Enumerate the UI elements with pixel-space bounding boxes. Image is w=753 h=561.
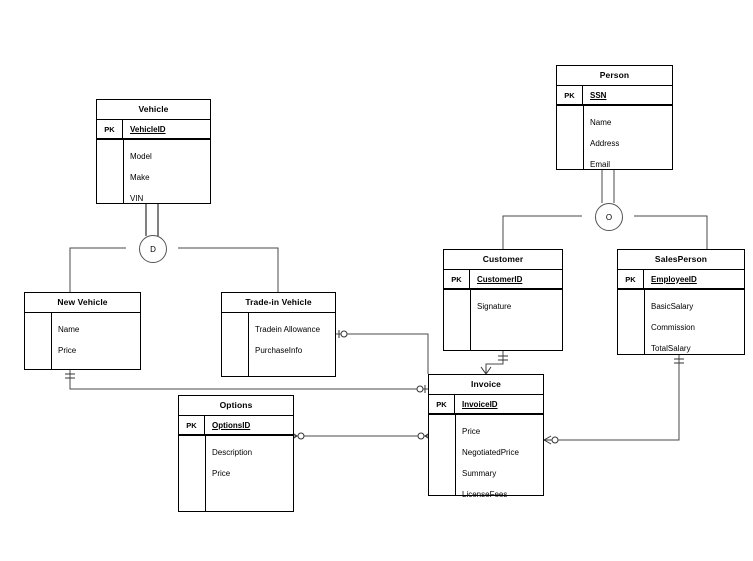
cardinality-salesperson-one-mandatory: [674, 358, 684, 364]
pk-label-person: PK: [557, 86, 583, 104]
column-divider: [644, 290, 645, 354]
entity-pk-row-invoice: PK InvoiceID: [429, 395, 543, 415]
specialization-node-overlapping[interactable]: O: [595, 203, 623, 231]
cardinality-customer-one-mandatory: [498, 355, 508, 361]
specialization-node-disjoint[interactable]: D: [139, 235, 167, 263]
pk-label-customer: PK: [444, 270, 470, 288]
column-divider: [123, 140, 124, 203]
entity-pk-row-salesperson: PK EmployeeID: [618, 270, 744, 290]
column-divider: [583, 106, 584, 169]
entity-person[interactable]: Person PK SSN Name Address Email: [556, 65, 673, 170]
connector-trade-in-vehicle-invoice: [336, 333, 429, 374]
attribute-row: NegotiatedPrice: [462, 448, 519, 457]
cardinality-invoice-many-optional-from-salesperson: [543, 435, 559, 445]
cardinality-invoice-many-from-customer: [480, 366, 492, 375]
entity-pk-row-person: PK SSN: [557, 86, 672, 106]
attribute-row: TotalSalary: [651, 344, 691, 353]
column-divider: [248, 313, 249, 376]
entity-body-customer: Signature: [444, 290, 562, 350]
pk-attribute-options: OptionsID: [212, 420, 251, 430]
attribute-row: Price: [212, 469, 231, 478]
column-divider: [455, 415, 456, 495]
attribute-row: LicenseFees: [462, 490, 508, 499]
attribute-row: VIN: [130, 194, 144, 203]
pk-attribute-invoice: InvoiceID: [462, 399, 498, 409]
entity-vehicle[interactable]: Vehicle PK VehicleID Model Make VIN: [96, 99, 211, 204]
attribute-row: Address: [590, 139, 620, 148]
cardinality-new-vehicle-one-mandatory: [65, 373, 75, 379]
column-divider: [51, 313, 52, 369]
attribute-row: BasicSalary: [651, 302, 694, 311]
attribute-row: PurchaseInfo: [255, 346, 303, 355]
pk-attribute-person: SSN: [590, 90, 607, 100]
attribute-row: Price: [58, 346, 77, 355]
attribute-row: Summary: [462, 469, 497, 478]
entity-invoice[interactable]: Invoice PK InvoiceID Price NegotiatedPri…: [428, 374, 544, 499]
entity-body-trade-in-vehicle: Tradein Allowance PurchaseInfo: [222, 313, 335, 376]
pk-attribute-salesperson: EmployeeID: [651, 274, 697, 284]
entity-title-new-vehicle: New Vehicle: [25, 293, 140, 313]
pk-label-salesperson: PK: [618, 270, 644, 288]
entity-title-invoice: Invoice: [429, 375, 543, 395]
connector-customer-invoice: [485, 351, 504, 374]
attribute-row: Description: [212, 448, 253, 457]
entity-body-options: Description Price: [179, 436, 293, 511]
column-divider: [205, 436, 206, 511]
attribute-row: Signature: [477, 302, 512, 311]
connector-disjoint-branches: [69, 247, 279, 292]
attribute-row: Tradein Allowance: [255, 325, 321, 334]
pk-label-invoice: PK: [429, 395, 455, 413]
entity-body-salesperson: BasicSalary Commission TotalSalary: [618, 290, 744, 354]
entity-options[interactable]: Options PK OptionsID Description Price: [178, 395, 294, 512]
entity-pk-row-options: PK OptionsID: [179, 416, 293, 436]
entity-body-vehicle: Model Make VIN: [97, 140, 210, 203]
entity-title-salesperson: SalesPerson: [618, 250, 744, 270]
attribute-row: Name: [58, 325, 80, 334]
entity-pk-row-customer: PK CustomerID: [444, 270, 562, 290]
attribute-row: Price: [462, 427, 481, 436]
entity-title-options: Options: [179, 396, 293, 416]
entity-title-vehicle: Vehicle: [97, 100, 210, 120]
column-divider: [470, 290, 471, 350]
entity-trade-in-vehicle[interactable]: Trade-in Vehicle Tradein Allowance Purch…: [221, 292, 336, 377]
attribute-row: Commission: [651, 323, 696, 332]
entity-salesperson[interactable]: SalesPerson PK EmployeeID BasicSalary Co…: [617, 249, 745, 355]
entity-body-person: Name Address Email: [557, 106, 672, 169]
entity-title-person: Person: [557, 66, 672, 86]
attribute-row: Email: [590, 160, 611, 169]
pk-attribute-vehicle: VehicleID: [130, 124, 166, 134]
entity-new-vehicle[interactable]: New Vehicle Name Price: [24, 292, 141, 370]
attribute-row: Make: [130, 173, 150, 182]
cardinality-invoice-one-optional-from-new-vehicle: [416, 385, 426, 393]
pk-attribute-customer: CustomerID: [477, 274, 523, 284]
pk-label-options: PK: [179, 416, 205, 434]
entity-body-invoice: Price NegotiatedPrice Summary LicenseFee…: [429, 415, 543, 499]
attribute-row: Model: [130, 152, 152, 161]
entity-customer[interactable]: Customer PK CustomerID Signature: [443, 249, 563, 351]
connector-salesperson-invoice: [544, 355, 680, 441]
attribute-row: Name: [590, 118, 612, 127]
pk-label-vehicle: PK: [97, 120, 123, 138]
entity-title-trade-in-vehicle: Trade-in Vehicle: [222, 293, 335, 313]
entity-title-customer: Customer: [444, 250, 562, 270]
entity-pk-row-vehicle: PK VehicleID: [97, 120, 210, 140]
entity-body-new-vehicle: Name Price: [25, 313, 140, 369]
cardinality-trade-in-one-optional: [338, 330, 348, 338]
